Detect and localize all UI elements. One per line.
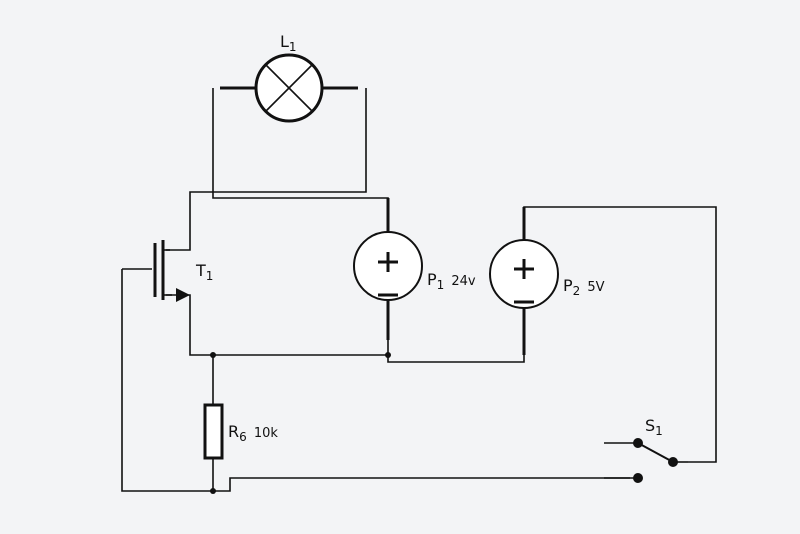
supply2-name: P xyxy=(563,276,573,295)
junction-dot xyxy=(385,352,391,358)
transistor-subscript: 1 xyxy=(205,269,214,283)
supply1-label: P1 24v xyxy=(427,270,476,292)
resistor-name: R xyxy=(228,422,240,441)
lamp-subscript: 1 xyxy=(288,40,297,54)
lamp-name: L xyxy=(280,32,289,51)
supply-p1 xyxy=(353,231,423,301)
transistor-label: T1 xyxy=(196,261,213,283)
wires xyxy=(121,88,717,492)
junction-dot xyxy=(210,488,216,494)
lamp-l1 xyxy=(220,53,358,123)
switch-subscript: 1 xyxy=(655,424,663,438)
supply2-value: 5V xyxy=(587,280,605,295)
resistor-subscript: 6 xyxy=(239,430,247,444)
supply1-value: 24v xyxy=(451,274,476,289)
transistor-name: T xyxy=(196,261,206,280)
switch-label: S1 xyxy=(645,416,663,438)
supply2-label: P2 5V xyxy=(563,276,605,298)
resistor-label: R6 10k xyxy=(228,422,278,444)
supply1-subscript: 1 xyxy=(436,278,445,292)
switch-s1 xyxy=(604,438,688,483)
resistor-value: 10k xyxy=(253,426,278,441)
transistor-t1 xyxy=(122,240,190,302)
switch-name: S xyxy=(645,416,656,435)
resistor-r6 xyxy=(203,403,224,460)
junction-dot xyxy=(210,352,216,358)
supply2-subscript: 2 xyxy=(572,284,581,298)
supply-p2 xyxy=(489,239,559,309)
supply1-name: P xyxy=(427,270,437,289)
lamp-label: L1 xyxy=(280,32,297,54)
